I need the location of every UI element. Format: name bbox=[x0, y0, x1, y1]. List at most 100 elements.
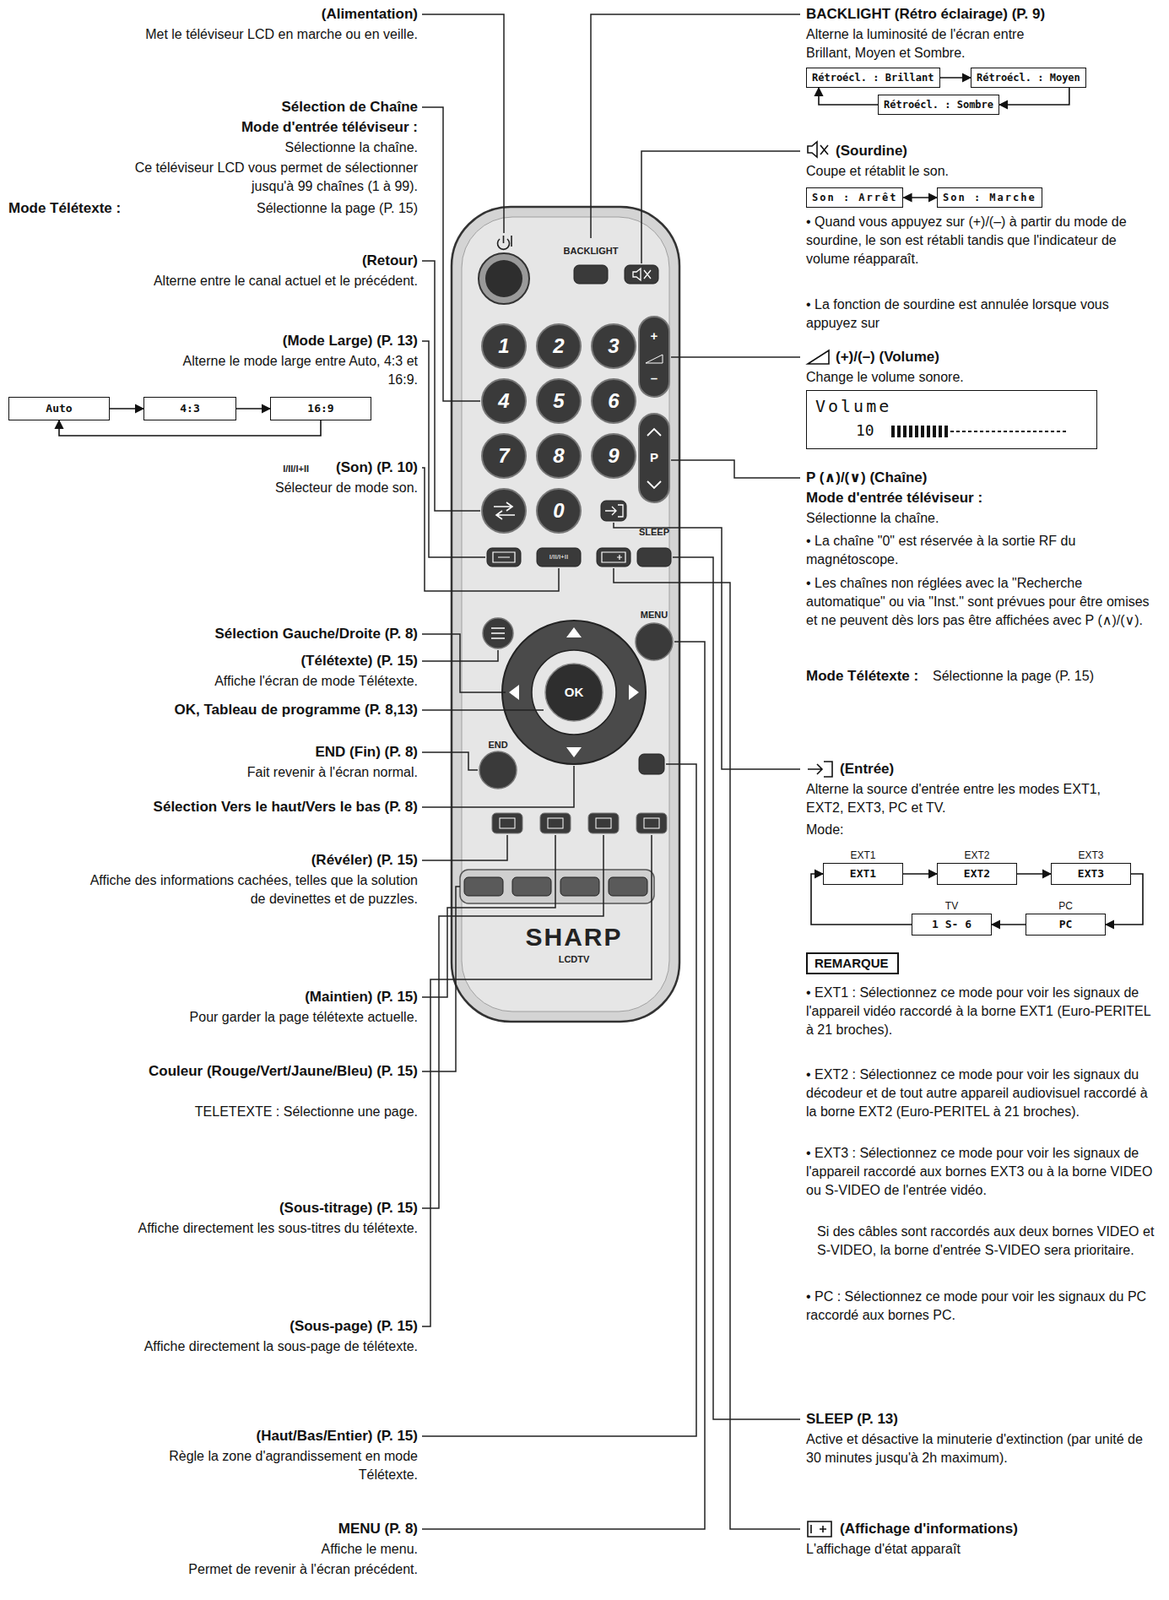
mode-heading: TV bbox=[912, 898, 991, 913]
dpad-ring bbox=[502, 620, 646, 764]
leader-line bbox=[422, 649, 498, 661]
mute-glyph bbox=[633, 268, 651, 281]
callout-heading: Couleur (Rouge/Vert/Jaune/Bleu) (P. 15) bbox=[122, 1061, 418, 1081]
mode-heading: EXT2 bbox=[937, 848, 1017, 862]
mode-heading: EXT3 bbox=[1051, 848, 1131, 862]
flow-arrow bbox=[999, 87, 1070, 105]
volume-bar bbox=[891, 424, 1077, 439]
menu-key bbox=[635, 622, 673, 661]
button-label: END bbox=[476, 738, 520, 751]
callout-text: Sélectionne la chaîne. bbox=[806, 508, 1144, 528]
leader-line bbox=[422, 633, 506, 693]
osd-box: Rétroécl. : Moyen bbox=[970, 67, 1087, 88]
button-label: BACKLIGHT bbox=[552, 244, 629, 257]
teletext-key bbox=[482, 617, 514, 649]
callout-text: Alterne le mode large entre Auto, 4:3 et… bbox=[177, 351, 418, 390]
volume-step bbox=[938, 425, 942, 438]
callout-text: Affiche directement la sous-page de télé… bbox=[122, 1336, 418, 1356]
color-key bbox=[560, 876, 600, 896]
button-label: I/II/I+II bbox=[536, 552, 581, 562]
osd-box: Rétroécl. : Brillant bbox=[806, 67, 941, 88]
flow-arrow bbox=[903, 196, 937, 199]
callout-heading: Mode d'entrée téléviseur : bbox=[806, 488, 1144, 508]
button-label: P bbox=[641, 449, 667, 466]
callout-heading: OK, Tableau de programme (P. 8,13) bbox=[122, 700, 418, 720]
flow-arrow bbox=[903, 872, 937, 875]
leader-line bbox=[613, 522, 801, 769]
digit-key bbox=[481, 324, 526, 369]
button-label: OK bbox=[552, 684, 596, 700]
button-label: 4 bbox=[487, 389, 521, 413]
leader-line bbox=[671, 460, 801, 478]
digit-key bbox=[536, 433, 581, 478]
callout-text: Alterne la luminosité de l'écran entre B… bbox=[806, 25, 1060, 63]
leader-line bbox=[613, 568, 801, 1529]
volume-dot bbox=[985, 430, 990, 433]
color-key bbox=[608, 876, 648, 896]
teletext-function-key bbox=[492, 812, 523, 834]
callout-text: Affiche l'écran de mode Télétexte. bbox=[139, 671, 418, 691]
callout-heading: (Sous-page) (P. 15) bbox=[206, 1316, 418, 1336]
volume-dot bbox=[1044, 430, 1049, 433]
flow-arrow bbox=[236, 407, 271, 410]
box-text: EXT1 bbox=[828, 866, 898, 881]
callout-text: Mode: bbox=[806, 820, 891, 839]
box-text: 4:3 bbox=[151, 401, 229, 416]
box-text: 1 S- 6 bbox=[917, 917, 986, 931]
volume-step bbox=[903, 425, 907, 438]
callout-text: • Quand vous appuyez sur (+)/(–) à parti… bbox=[806, 212, 1161, 269]
callout-heading: Sélection Vers le haut/Vers le bas (P. 8… bbox=[113, 797, 418, 817]
flow-arrow bbox=[109, 407, 144, 410]
callout-heading: MENU (P. 8) bbox=[206, 1519, 418, 1538]
box-text: Son : Marche bbox=[942, 191, 1037, 204]
volume-display: Volume10 bbox=[806, 389, 1098, 450]
digit-key bbox=[536, 488, 581, 533]
leader-line bbox=[422, 14, 504, 233]
return-key bbox=[481, 488, 526, 533]
input-icon bbox=[807, 761, 833, 777]
volume-step bbox=[932, 425, 937, 438]
callout-heading: END (Fin) (P. 8) bbox=[206, 742, 418, 762]
box-text: Rétroécl. : Brillant bbox=[811, 71, 935, 84]
remote-button bbox=[638, 753, 665, 774]
callout-text: Affiche des informations cachées, telles… bbox=[80, 871, 418, 909]
teletext-function-glyph bbox=[644, 817, 660, 829]
callout-heading: (Retour) bbox=[253, 251, 418, 271]
volume-dot bbox=[962, 430, 966, 433]
volume-step bbox=[909, 425, 913, 438]
button-label: 6 bbox=[596, 389, 631, 413]
leader-line bbox=[422, 752, 478, 770]
volume-dot bbox=[1033, 430, 1037, 433]
osd-box: Auto bbox=[8, 396, 110, 421]
callout-heading: (Alimentation) bbox=[253, 5, 418, 24]
teletext-function-key bbox=[540, 812, 571, 834]
remote-panel bbox=[461, 216, 670, 1012]
button-label: 2 bbox=[541, 334, 576, 358]
volume-step bbox=[920, 425, 925, 438]
digit-key bbox=[591, 433, 636, 478]
mute-icon bbox=[807, 141, 829, 157]
remote-button bbox=[637, 547, 672, 567]
leader-line bbox=[422, 467, 559, 591]
osd-box: TV1 S- 6 bbox=[911, 913, 992, 936]
callout-heading: (Sous-titrage) (P. 15) bbox=[206, 1198, 418, 1218]
callout-heading: (Télétexte) (P. 15) bbox=[206, 651, 418, 671]
digit-key bbox=[536, 324, 581, 369]
box-text: PC bbox=[1031, 917, 1100, 931]
callout-heading: (Haut/Bas/Entier) (P. 15) bbox=[164, 1426, 418, 1446]
volume-dot bbox=[968, 430, 972, 433]
osd-box: 4:3 bbox=[143, 396, 237, 421]
volume-step bbox=[914, 425, 919, 438]
osd-box: Son : Marche bbox=[936, 187, 1043, 208]
callout-heading: Sélection de Chaîne bbox=[164, 97, 418, 117]
leader-line bbox=[422, 260, 481, 511]
callout-text: Sélectionne la page (P. 15) bbox=[932, 666, 1161, 686]
input-glyph bbox=[605, 504, 623, 517]
callout-text: Sélectionne la chaîne. bbox=[164, 138, 418, 157]
volume-dot bbox=[997, 430, 1002, 433]
callout-text: • EXT1 : Sélectionnez ce mode pour voir … bbox=[806, 983, 1161, 1040]
power-ring bbox=[478, 253, 530, 304]
callout-heading: SLEEP (P. 13) bbox=[806, 1409, 1144, 1429]
leader-line bbox=[422, 834, 508, 861]
button-label: 1 bbox=[487, 334, 521, 358]
